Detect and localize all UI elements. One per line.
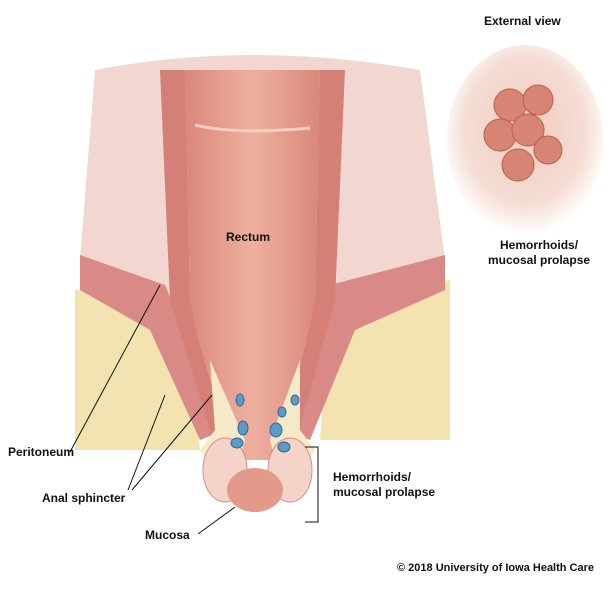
peritoneum-label: Peritoneum <box>8 445 75 459</box>
label-line: mucosal prolapse <box>488 253 591 267</box>
hemorrhoids-bracket <box>305 446 319 523</box>
label-line: Hemorrhoids/ <box>500 238 579 252</box>
rectal-wall-left <box>160 70 235 445</box>
external-hemorrhoids <box>483 84 563 182</box>
rectum <box>185 70 320 460</box>
sphincter-leader-1 <box>127 394 166 491</box>
external-hemorrhoids-label: Hemorrhoids/ mucosal prolapse <box>488 238 590 268</box>
mucosa-leader <box>197 506 236 535</box>
rectum-label: Rectum <box>226 230 271 244</box>
label-line: Hemorrhoids/ <box>333 470 412 484</box>
mucosa-label: Mucosa <box>145 528 190 542</box>
hemorrhoids-label: Hemorrhoids/ mucosal prolapse <box>333 470 435 500</box>
anal-sphincter-label: Anal sphincter <box>42 491 126 505</box>
sphincter-leader-2 <box>131 394 213 491</box>
hemorrhoid-veins <box>230 393 300 453</box>
levator-muscle-left <box>80 255 225 440</box>
rectal-wall-right <box>275 70 345 445</box>
label-line: mucosal prolapse <box>333 485 436 499</box>
mucosa-bulge <box>227 468 283 512</box>
external-view-label: External view <box>484 14 561 28</box>
copyright: © 2018 University of Iowa Health Care <box>397 562 595 574</box>
peritoneum-leader <box>69 284 161 453</box>
